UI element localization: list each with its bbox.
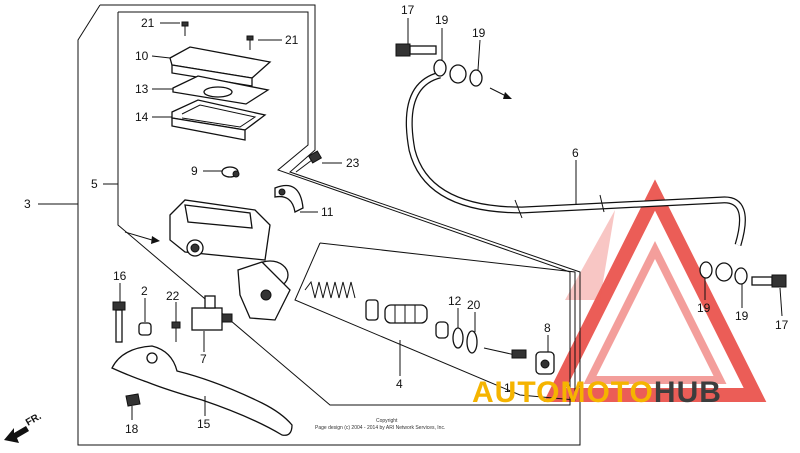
spring-icon <box>304 280 356 299</box>
label-11: 11 <box>321 205 334 219</box>
switch-7-icon <box>191 295 233 331</box>
watermark-brand-part1: AUTOMOTO <box>472 376 654 409</box>
screw-21b-icon <box>246 35 254 50</box>
holder-11 <box>274 184 304 213</box>
diaphragm-14 <box>171 99 267 141</box>
label-22: 22 <box>166 289 180 303</box>
assembly-frame-5 <box>117 11 571 406</box>
brake-hose-6 <box>405 71 746 246</box>
label-19d: 19 <box>735 309 749 323</box>
watermark-brand: AUTOMOTOHUB <box>472 376 722 409</box>
push-rod-1-icon <box>483 347 527 359</box>
boot-8-icon <box>535 351 555 375</box>
label-17a: 17 <box>401 3 415 17</box>
copyright-title: Copyright <box>376 418 398 424</box>
seal-icon <box>435 321 449 339</box>
label-4: 4 <box>396 377 403 391</box>
label-19a: 19 <box>435 13 449 27</box>
screw-21a-icon <box>181 21 189 36</box>
washer-19c-icon <box>699 261 713 279</box>
washer-12-icon <box>452 327 464 349</box>
label-9: 9 <box>191 164 198 178</box>
label-21b: 21 <box>285 33 299 47</box>
label-18: 18 <box>125 422 139 436</box>
banjo-bolt-17a-icon <box>395 43 437 57</box>
watermark-logo-icon <box>543 179 767 402</box>
watermark-brand-part2: HUB <box>654 376 722 409</box>
circlip-20-icon <box>466 330 478 354</box>
leader-lines <box>38 18 783 420</box>
banjo-bolt-17b-icon <box>751 274 787 288</box>
brake-lever-15 <box>111 345 293 436</box>
piston-kit-frame-4 <box>294 242 576 401</box>
piston-icon <box>384 304 428 324</box>
front-direction-label: FR. <box>24 411 44 429</box>
master-cylinder-body <box>169 199 291 321</box>
label-19b: 19 <box>472 26 486 40</box>
label-6: 6 <box>572 146 579 160</box>
bolt-23-icon <box>295 150 323 173</box>
collar-2-icon <box>138 322 152 336</box>
label-17b: 17 <box>775 318 789 332</box>
label-16: 16 <box>113 269 127 283</box>
label-15: 15 <box>197 417 211 431</box>
flow-arrow-hose-icon <box>489 87 512 99</box>
cap-plate-13 <box>172 75 270 105</box>
reservoir-cap-10 <box>169 46 272 87</box>
label-21a: 21 <box>141 16 155 30</box>
screw-22-icon <box>171 321 181 342</box>
flow-arrow-icon <box>124 231 160 244</box>
label-13: 13 <box>135 82 149 96</box>
label-7: 7 <box>200 352 207 366</box>
assembly-frame-3 <box>77 4 581 446</box>
label-19c: 19 <box>697 301 711 315</box>
label-20: 20 <box>467 298 481 312</box>
label-5: 5 <box>91 177 98 191</box>
clip-9-icon <box>221 166 240 178</box>
label-1: 1 <box>504 381 511 395</box>
label-14: 14 <box>135 110 149 124</box>
bolt-16-icon <box>112 301 126 343</box>
copyright-notice: Page design (c) 2004 - 2014 by ARI Netwo… <box>315 425 445 431</box>
label-23: 23 <box>346 156 360 170</box>
front-direction-arrow-icon: FR. <box>4 411 44 443</box>
banjo-fitting-lower-icon <box>715 262 733 282</box>
piston-cup-icon <box>365 299 379 321</box>
label-12: 12 <box>448 294 462 308</box>
washer-19d-icon <box>734 267 748 285</box>
washer-19a-icon <box>433 59 447 77</box>
label-2: 2 <box>141 284 148 298</box>
label-10: 10 <box>135 49 149 63</box>
washer-19b-icon <box>469 69 483 87</box>
banjo-fitting-icon <box>449 64 467 84</box>
pivot-nut-18-icon <box>125 393 141 407</box>
label-3: 3 <box>24 197 31 211</box>
label-8: 8 <box>544 321 551 335</box>
